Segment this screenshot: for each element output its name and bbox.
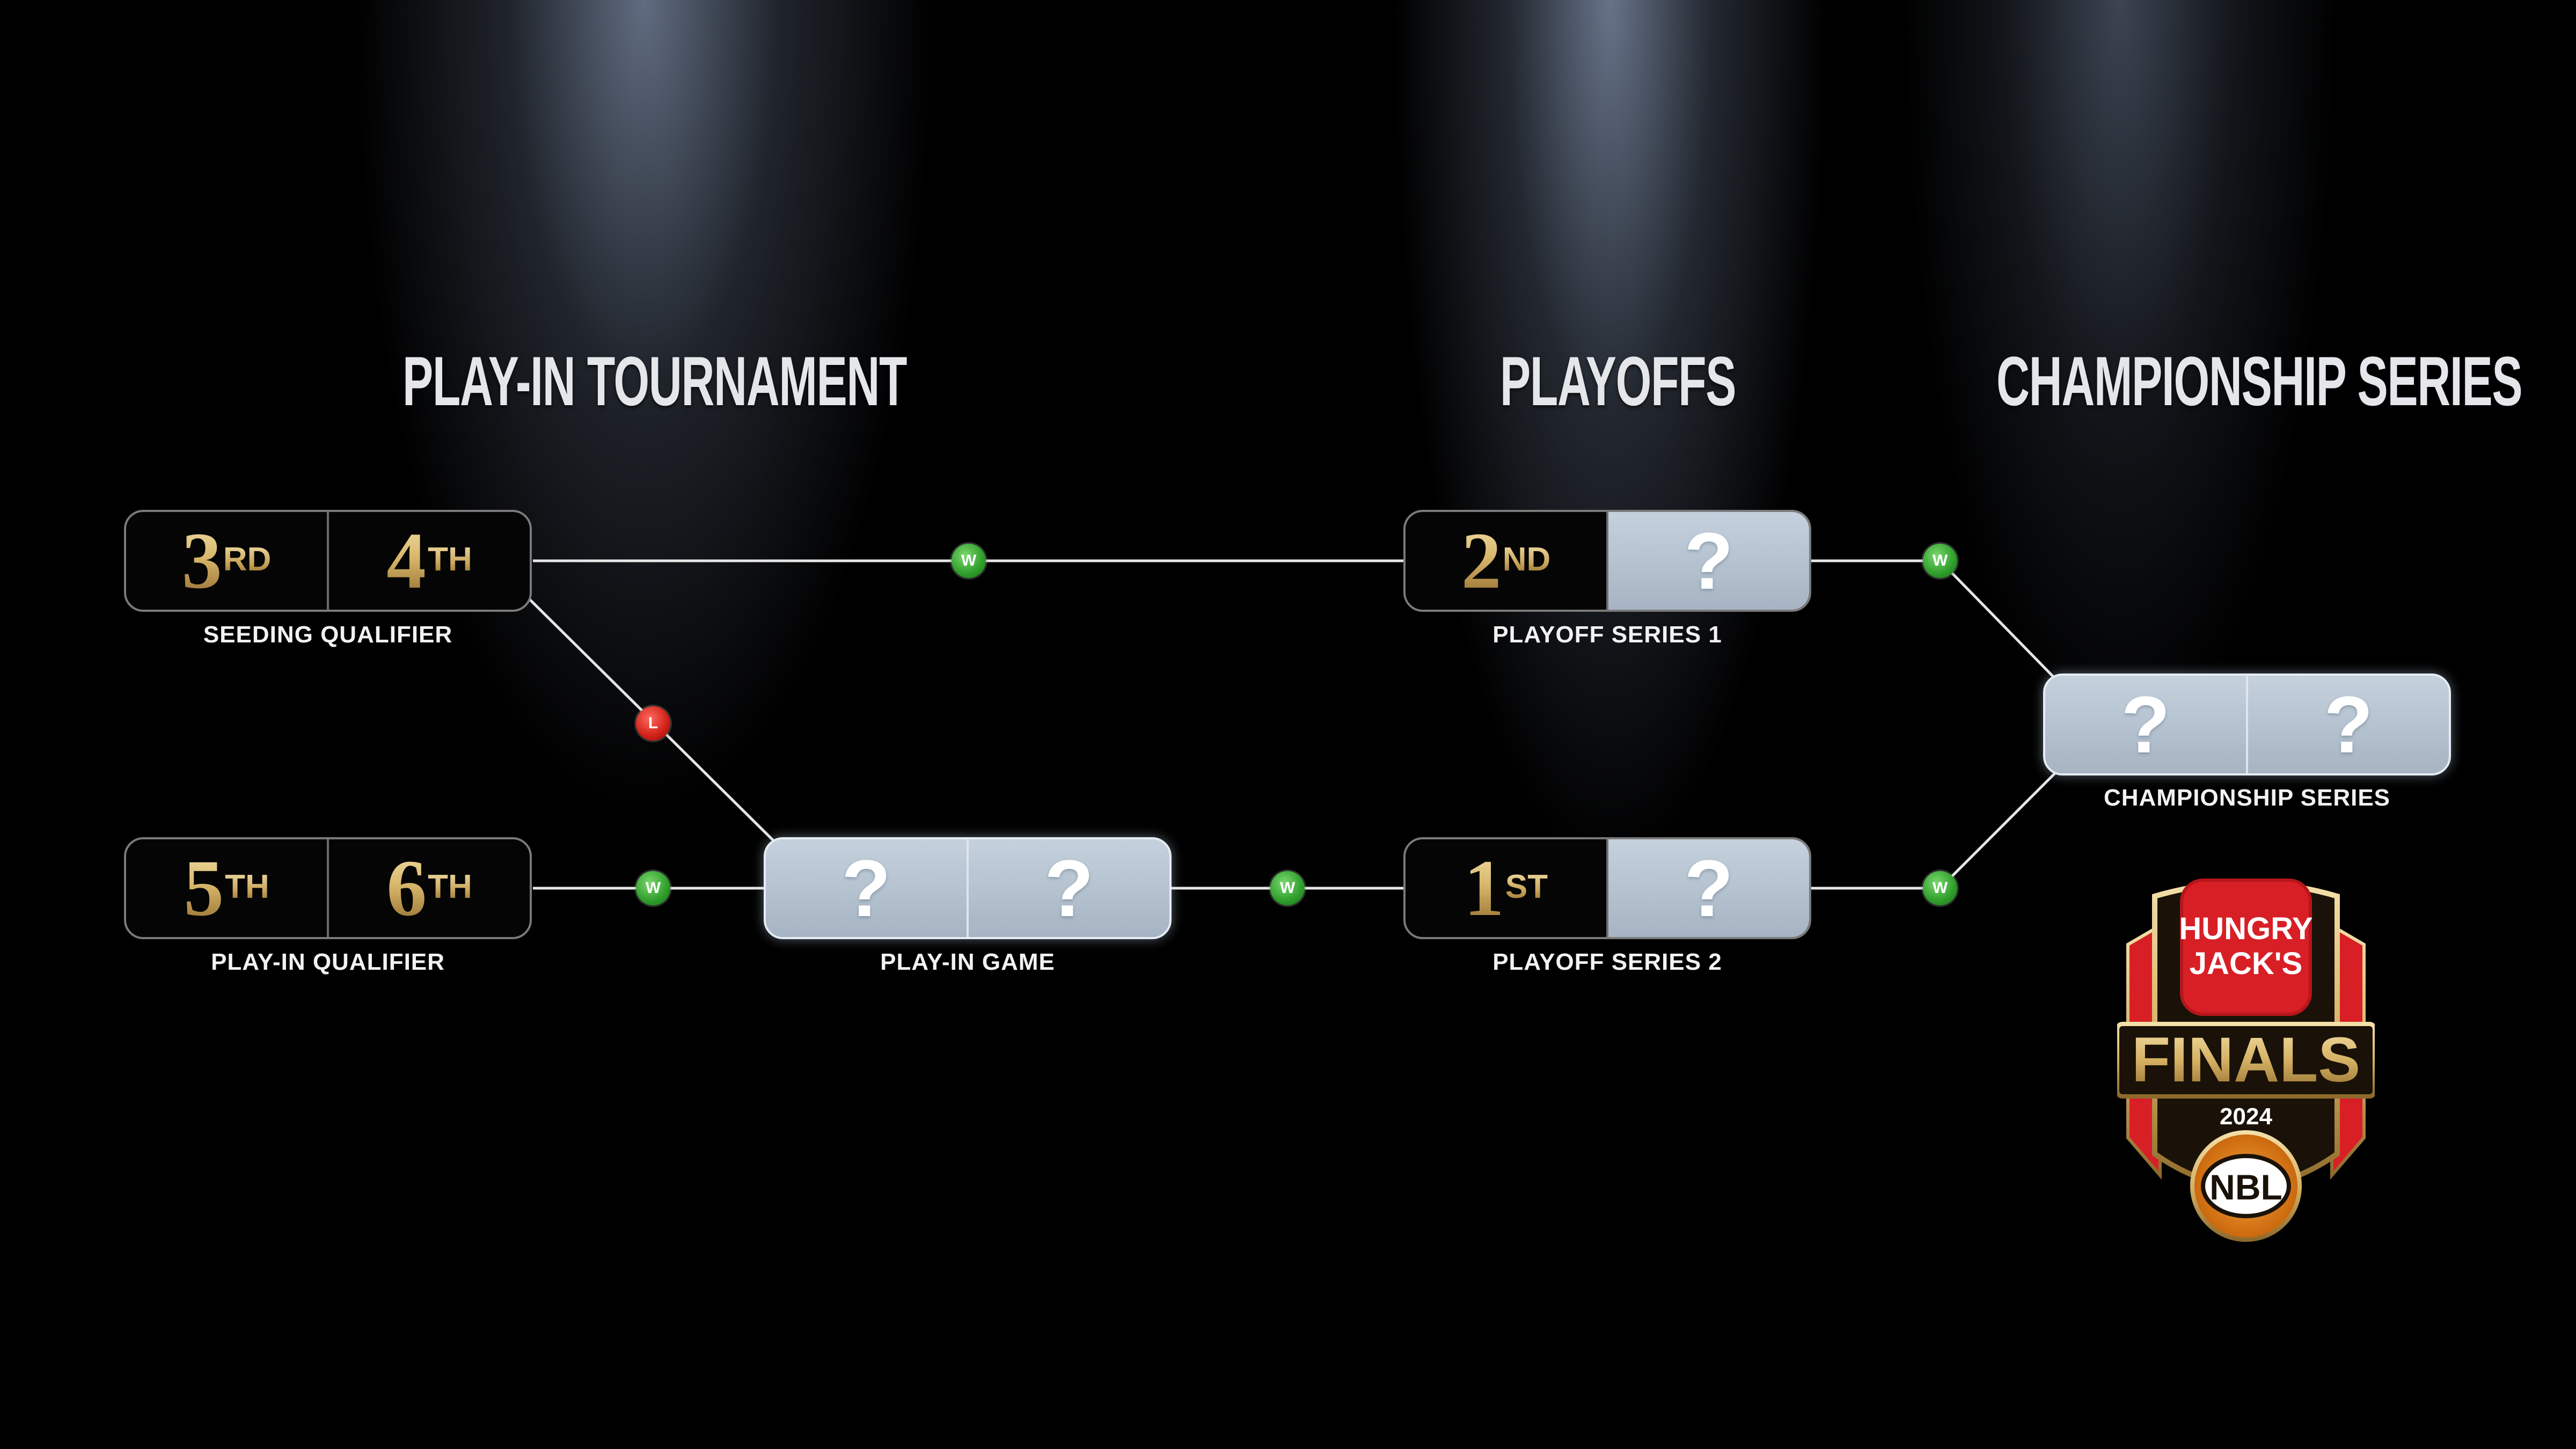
matchup-playoff-series-2[interactable]: 1 ST ?	[1403, 837, 1811, 939]
caption-championship-series: CHAMPIONSHIP SERIES	[2103, 785, 2391, 811]
caption-play-in-game: PLAY-IN GAME	[880, 949, 1055, 975]
line-playoff1-to-final	[1939, 560, 2057, 680]
logo-brand-line2: JACK'S	[2190, 946, 2302, 981]
seed-number: 6	[386, 844, 427, 933]
seed-number: 3	[181, 516, 222, 605]
team-slot-unknown: ?	[2045, 676, 2246, 773]
seed-number: 4	[386, 516, 427, 605]
seed-1st: 1 ST	[1406, 839, 1606, 937]
team-slot-unknown: ?	[967, 839, 1169, 937]
matchup-championship-series[interactable]: ? ?	[2043, 674, 2451, 775]
hungry-jacks-finals-logo: HUNGRY JACK'S FINALS 2024 NBL	[2117, 879, 2375, 1242]
seed-suffix: ST	[1505, 868, 1548, 905]
question-mark: ?	[2324, 679, 2373, 770]
win-marker: W	[1923, 544, 1957, 578]
seed-suffix: ND	[1502, 541, 1551, 578]
matchup-play-in-qualifier[interactable]: 5 TH 6 TH	[124, 837, 532, 939]
seed-suffix: TH	[428, 868, 472, 905]
team-slot-unknown: ?	[2246, 676, 2449, 773]
seed-6th: 6 TH	[327, 839, 530, 937]
seed-number: 5	[184, 844, 224, 933]
header-play-in-tournament: PLAY-IN TOURNAMENT	[402, 342, 908, 420]
win-marker: W	[1923, 871, 1957, 905]
caption-playoff-series-1: PLAYOFF SERIES 1	[1492, 621, 1722, 648]
header-playoffs: PLAYOFFS	[1500, 342, 1736, 420]
seed-2nd: 2 ND	[1406, 512, 1606, 610]
seed-suffix: TH	[428, 541, 472, 578]
header-championship-series: CHAMPIONSHIP SERIES	[1996, 342, 2523, 420]
seed-number: 1	[1463, 844, 1504, 933]
logo-brand-line1: HUNGRY	[2179, 911, 2312, 946]
team-slot-unknown: ?	[766, 839, 967, 937]
win-marker: W	[636, 871, 670, 905]
logo-title: FINALS	[2132, 1024, 2360, 1095]
seed-4th: 4 TH	[327, 512, 530, 610]
logo-league: NBL	[2209, 1167, 2282, 1207]
team-slot-unknown: ?	[1606, 839, 1809, 937]
win-marker: W	[952, 544, 986, 578]
logo-year: 2024	[2220, 1103, 2272, 1130]
seed-3rd: 3 RD	[126, 512, 327, 610]
loss-marker: L	[636, 706, 670, 741]
question-mark: ?	[1044, 843, 1094, 933]
matchup-seeding-qualifier[interactable]: 3 RD 4 TH	[124, 510, 532, 612]
matchup-play-in-game[interactable]: ? ?	[764, 837, 1172, 939]
question-mark: ?	[1684, 843, 1733, 933]
matchup-playoff-series-1[interactable]: 2 ND ?	[1403, 510, 1811, 612]
seed-number: 2	[1461, 516, 1502, 605]
line-playoff2-to-final	[1939, 772, 2057, 889]
team-slot-unknown: ?	[1606, 512, 1809, 610]
caption-playoff-series-2: PLAYOFF SERIES 2	[1492, 949, 1722, 975]
caption-seeding-qualifier: SEEDING QUALIFIER	[203, 621, 453, 648]
caption-play-in-qualifier: PLAY-IN QUALIFIER	[211, 949, 445, 975]
seed-5th: 5 TH	[126, 839, 327, 937]
question-mark: ?	[841, 843, 891, 933]
question-mark: ?	[1684, 516, 1733, 606]
win-marker: W	[1270, 871, 1305, 905]
question-mark: ?	[2121, 679, 2170, 770]
seed-suffix: TH	[225, 868, 269, 905]
seed-suffix: RD	[223, 541, 272, 578]
